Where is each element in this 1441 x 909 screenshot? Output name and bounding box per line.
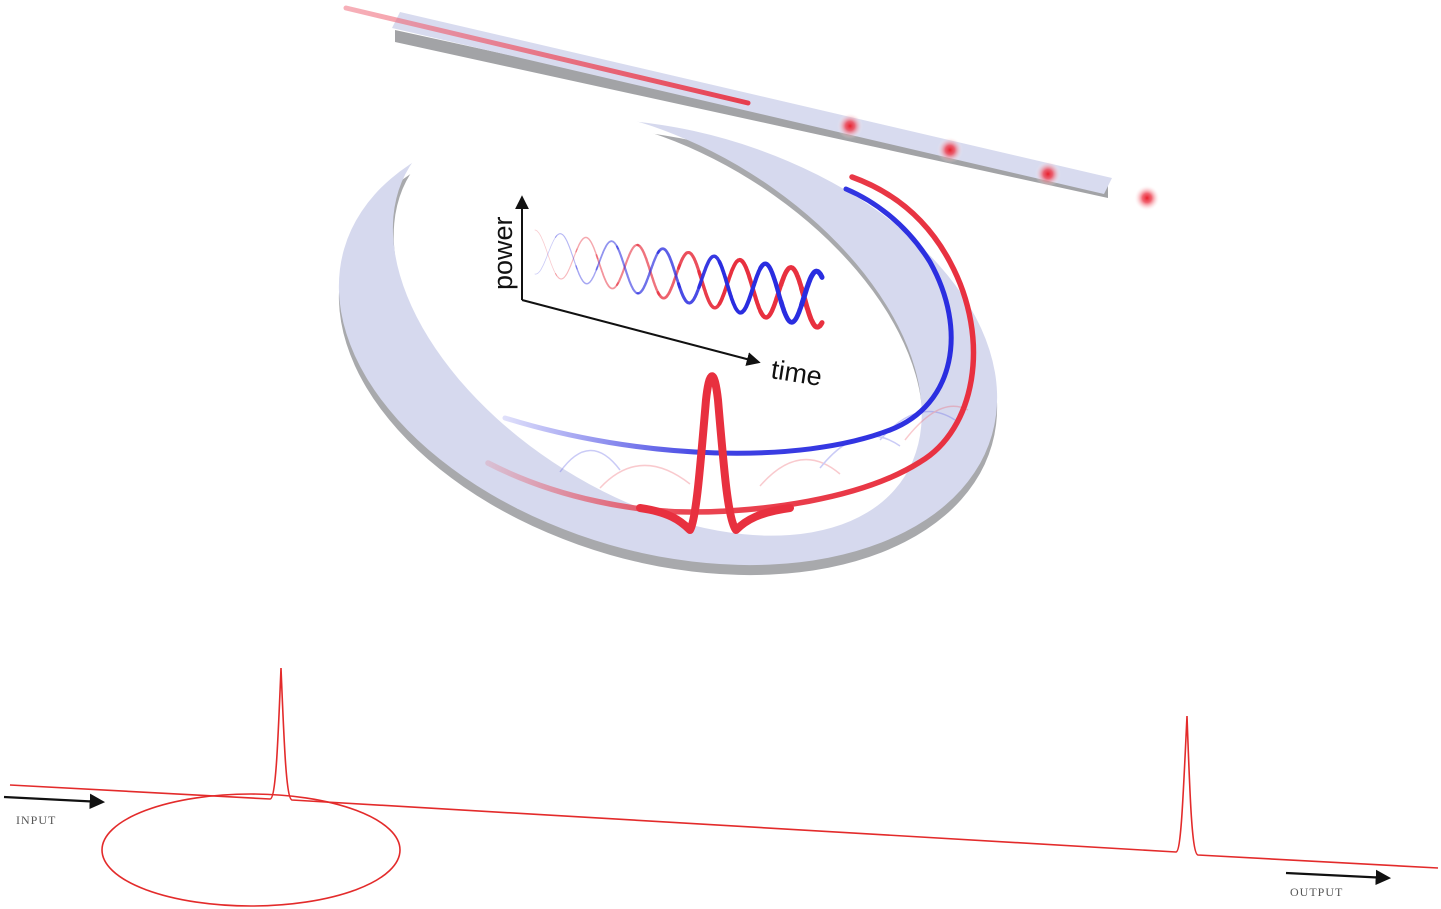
emitted-pulse-dot: [1134, 185, 1160, 211]
emitted-pulse-dot: [937, 137, 963, 163]
inset-plot: power time: [488, 195, 825, 392]
red-wave-segment: [636, 243, 661, 296]
blue-wave-segment: [575, 265, 599, 285]
bus-waveguide-top: [392, 12, 1112, 194]
blue-wave-segment: [595, 240, 619, 271]
ring-trace: [101, 793, 401, 907]
emitted-pulses: [837, 113, 1160, 211]
blue-wave-segment: [697, 254, 723, 290]
arrow-right-icon: [3, 793, 106, 810]
emitted-pulse-dot: [837, 113, 863, 139]
input-label: INPUT: [16, 813, 56, 827]
bus-waveguide: [343, 5, 1112, 198]
red-mode-arc: [485, 174, 977, 515]
red-wave-segment: [778, 265, 805, 295]
blue-wave-segment: [656, 247, 681, 289]
emitted-pulse-dot: [1035, 161, 1061, 187]
red-wave-segment: [554, 248, 578, 280]
red-wave-segment: [595, 254, 619, 290]
red-wave-segment: [615, 243, 640, 286]
blue-wave-segment: [717, 260, 743, 315]
microring-resonator: [338, 118, 998, 576]
ring-top-surface: [338, 118, 998, 566]
input-laser-beam: [343, 5, 751, 106]
blue-wave-segment: [636, 249, 661, 295]
output-label: OUTPUT: [1290, 885, 1343, 899]
red-wave-segment: [737, 257, 764, 316]
blue-wave-segment: [778, 299, 805, 325]
bus-waveguide-side: [395, 30, 1108, 198]
blue-wave-segment: [534, 235, 557, 275]
blue-wave-segment: [615, 245, 640, 295]
red-wave-segment: [575, 236, 599, 260]
red-wave-segment: [676, 250, 702, 277]
soliton-pulse: [636, 372, 794, 534]
blue-wave-segment: [676, 282, 702, 305]
input-marker: INPUT: [3, 793, 106, 827]
blue-wave-segment: [798, 268, 825, 308]
output-marker: OUTPUT: [1285, 869, 1392, 899]
inset-waves: [534, 229, 825, 330]
blue-wave-segment: [758, 261, 785, 308]
blue-wave-segment: [554, 233, 578, 270]
waveguide-schematic: [9, 667, 1439, 907]
blue-wave-segment: [737, 264, 764, 315]
x-axis: [521, 299, 761, 366]
red-wave-segment: [717, 258, 743, 306]
red-wave-segment: [534, 229, 557, 276]
blue-mode-arc: [502, 186, 954, 456]
y-axis-label: power: [488, 216, 518, 290]
red-wave-segment: [697, 269, 723, 310]
straight-waveguide-trace: [9, 667, 1439, 869]
arrow-right-icon: [1285, 869, 1392, 886]
